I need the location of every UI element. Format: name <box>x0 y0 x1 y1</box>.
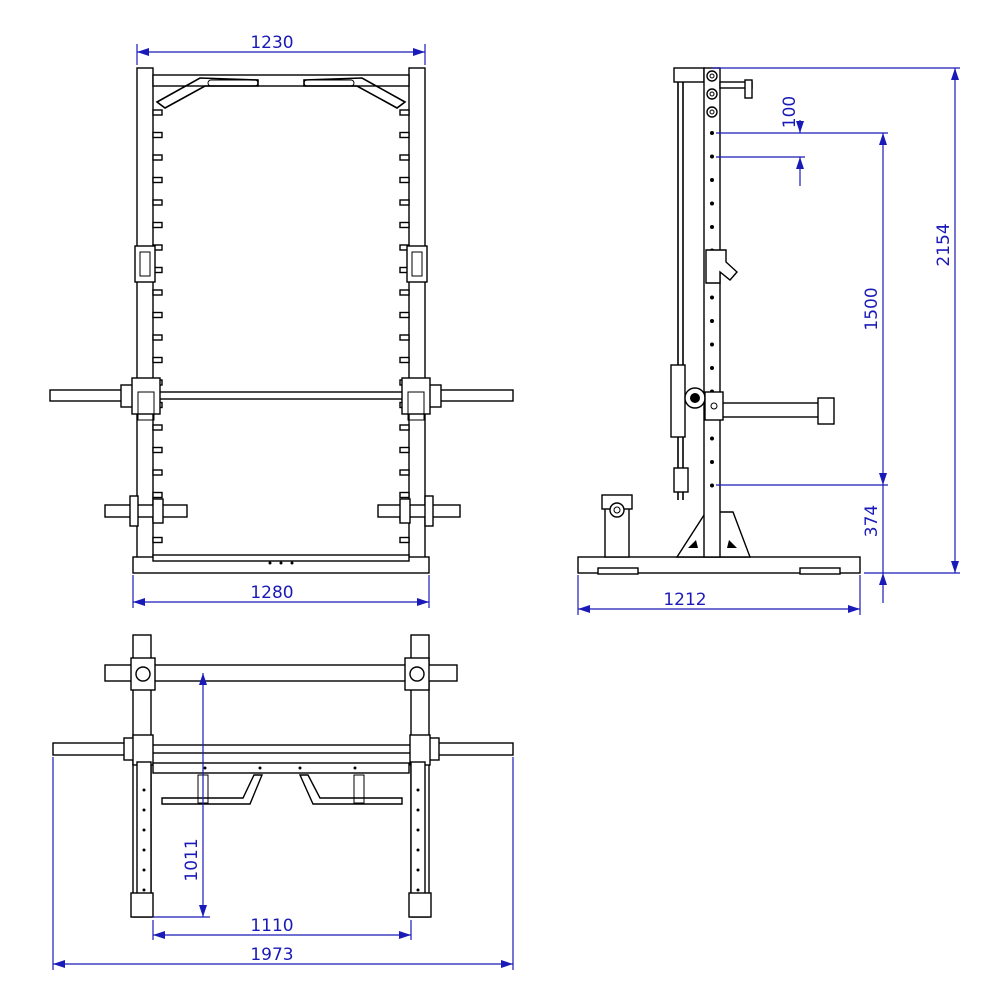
upright-hole-tab <box>152 289 163 296</box>
upright-hole-tab <box>399 109 410 116</box>
rail-hole <box>142 788 146 792</box>
upright-hole-tab <box>399 154 410 161</box>
dimension-lines <box>52 44 960 970</box>
dim-side-hole-spacing: 100 <box>780 96 800 128</box>
upright-hole-tab <box>152 199 163 206</box>
upright-hole <box>710 154 714 159</box>
rail-hole <box>142 888 146 892</box>
dim-side-lowest-hole: 374 <box>862 505 882 537</box>
upright-hole-tab <box>152 356 163 364</box>
upright-hole <box>710 131 714 135</box>
upright-hole <box>710 295 714 300</box>
upright-hole <box>710 178 714 182</box>
upright-hole-tab <box>152 154 163 161</box>
rail-hole <box>416 868 420 872</box>
upright-hole-tab <box>399 289 410 296</box>
rail-hole <box>416 808 420 812</box>
upright-hole <box>710 201 714 206</box>
upright-hole-tab <box>399 311 410 319</box>
rail-hole <box>416 848 420 852</box>
upright-hole <box>710 436 714 441</box>
upright-hole <box>710 225 714 229</box>
top-view <box>52 634 514 918</box>
upright-hole-tab <box>399 176 410 184</box>
upright-hole-tab <box>399 221 410 229</box>
upright-hole-tab <box>399 424 410 431</box>
upright-hole-tab <box>152 491 163 499</box>
upright-hole-tab <box>152 109 163 116</box>
dim-top-bar-length: 1973 <box>250 945 293 965</box>
upright-hole-tab <box>399 446 410 454</box>
upright-hole-tab <box>399 536 410 544</box>
rail-hole <box>142 808 146 812</box>
dim-side-hole-range: 1500 <box>862 287 882 330</box>
rail-hole <box>416 788 420 792</box>
upright-hole <box>710 319 714 323</box>
rail-hole <box>142 848 146 852</box>
dim-front-base-width: 1280 <box>250 583 293 603</box>
upright-hole-tab <box>152 424 163 431</box>
front-view <box>49 67 514 574</box>
upright-hole-tab <box>399 491 410 499</box>
dim-top-inner-width: 1110 <box>250 916 293 936</box>
dim-side-total-height: 2154 <box>934 223 954 266</box>
upright-hole-tab <box>152 176 163 184</box>
dim-front-top-width: 1230 <box>250 33 293 53</box>
upright-hole-tab <box>399 131 410 139</box>
upright-hole-tab <box>152 334 163 341</box>
rail-hole <box>142 828 146 832</box>
upright-hole-tab <box>152 469 163 476</box>
upright-hole-tab <box>152 536 163 544</box>
rail-hole <box>416 888 420 892</box>
side-view <box>577 67 861 575</box>
dim-top-depth: 1011 <box>182 838 202 881</box>
upright-hole-tab <box>399 334 410 341</box>
upright-hole <box>710 366 714 370</box>
upright-hole-tab <box>399 469 410 476</box>
rail-hole <box>142 868 146 872</box>
upright-hole-tab <box>399 199 410 206</box>
upright-hole-tab <box>152 446 163 454</box>
rail-hole <box>416 828 420 832</box>
upright-hole-tab <box>152 221 163 229</box>
upright-hole-tab <box>152 131 163 139</box>
upright-hole-tab <box>399 356 410 364</box>
upright-hole <box>710 460 714 464</box>
dim-side-depth: 1212 <box>663 590 706 610</box>
upright-hole <box>710 483 714 488</box>
upright-hole-tab <box>152 311 163 319</box>
upright-hole <box>710 342 714 347</box>
